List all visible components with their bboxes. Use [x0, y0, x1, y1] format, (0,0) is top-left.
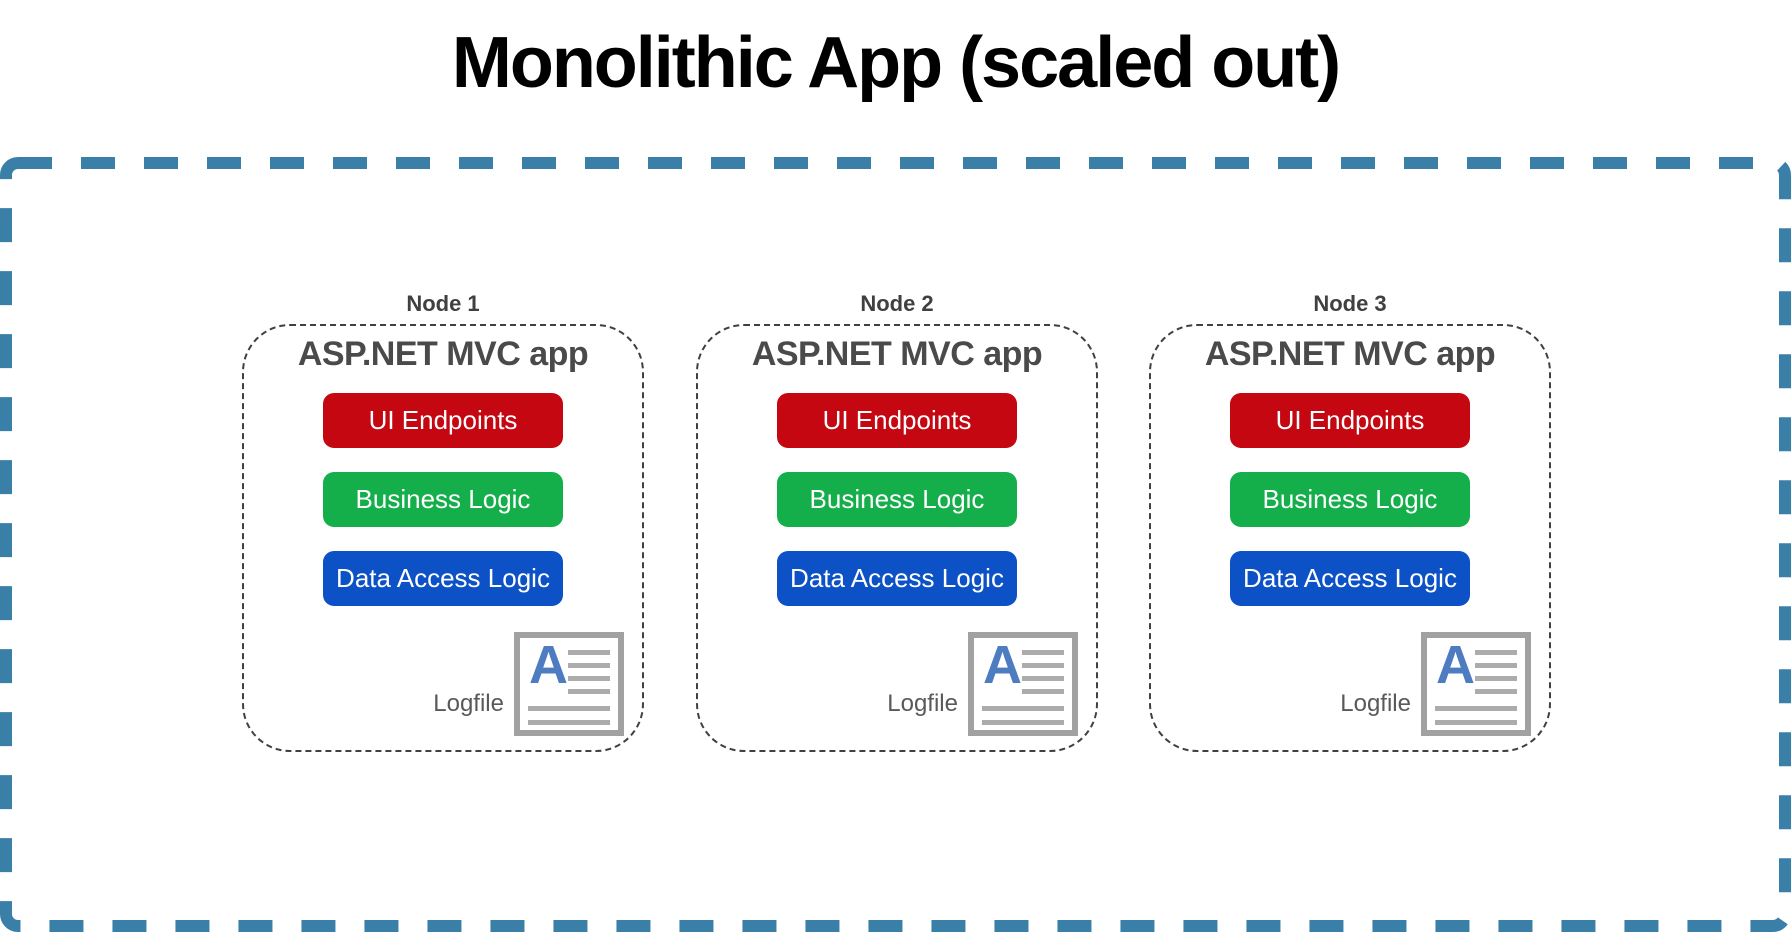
document-text-line [1475, 650, 1517, 655]
document-text-line [528, 706, 610, 711]
logfile-document-icon: A [968, 632, 1078, 736]
logfile-label: Logfile [433, 690, 504, 717]
node-group-1: Node 1 ASP.NET MVC app UI Endpoints Busi… [242, 291, 644, 752]
node-1-label: Node 1 [406, 291, 480, 316]
document-letter: A [529, 635, 568, 695]
node-3-app-title: ASP.NET MVC app [1204, 335, 1496, 373]
document-text-line [1475, 663, 1517, 668]
document-text-line [568, 663, 610, 668]
document-text-line [1475, 689, 1517, 694]
node-group-3: Node 3 ASP.NET MVC app UI Endpoints Busi… [1149, 291, 1551, 752]
node-3-layers: UI Endpoints Business Logic Data Access … [1151, 393, 1549, 606]
node-group-2: Node 2 ASP.NET MVC app UI Endpoints Busi… [696, 291, 1098, 752]
document-text-line [982, 706, 1064, 711]
data-access-logic-layer: Data Access Logic [1230, 551, 1470, 606]
logfile-document-icon: A [514, 632, 624, 736]
document-text-line [1022, 689, 1064, 694]
node-2-logfile: Logfile A [887, 632, 1078, 736]
document-text-line [1435, 720, 1517, 725]
logfile-document-icon: A [1421, 632, 1531, 736]
document-letter: A [983, 635, 1022, 695]
business-logic-layer: Business Logic [323, 472, 563, 527]
logfile-label: Logfile [887, 690, 958, 717]
node-2-box: ASP.NET MVC app UI Endpoints Business Lo… [696, 324, 1098, 752]
node-1-app-title: ASP.NET MVC app [297, 335, 589, 373]
document-letter: A [1436, 635, 1475, 695]
node-2-app-title: ASP.NET MVC app [751, 335, 1043, 373]
node-1-box: ASP.NET MVC app UI Endpoints Business Lo… [242, 324, 644, 752]
document-text-line [1022, 676, 1064, 681]
ui-endpoints-layer: UI Endpoints [777, 393, 1017, 448]
business-logic-layer: Business Logic [777, 472, 1017, 527]
document-text-line [1435, 706, 1517, 711]
ui-endpoints-layer: UI Endpoints [323, 393, 563, 448]
document-text-line [568, 689, 610, 694]
ui-endpoints-layer: UI Endpoints [1230, 393, 1470, 448]
document-text-line [568, 650, 610, 655]
node-2-label: Node 2 [860, 291, 934, 316]
business-logic-layer: Business Logic [1230, 472, 1470, 527]
node-3-logfile: Logfile A [1340, 632, 1531, 736]
document-text-line [528, 720, 610, 725]
page-title: Monolithic App (scaled out) [451, 23, 1341, 103]
logfile-label: Logfile [1340, 690, 1411, 717]
document-text-line [1022, 650, 1064, 655]
document-text-line [1022, 663, 1064, 668]
node-1-layers: UI Endpoints Business Logic Data Access … [244, 393, 642, 606]
node-1-logfile: Logfile A [433, 632, 624, 736]
node-2-layers: UI Endpoints Business Logic Data Access … [698, 393, 1096, 606]
document-text-line [568, 676, 610, 681]
document-text-line [982, 720, 1064, 725]
document-text-line [1475, 676, 1517, 681]
data-access-logic-layer: Data Access Logic [777, 551, 1017, 606]
node-3-label: Node 3 [1313, 291, 1387, 316]
data-access-logic-layer: Data Access Logic [323, 551, 563, 606]
node-3-box: ASP.NET MVC app UI Endpoints Business Lo… [1149, 324, 1551, 752]
